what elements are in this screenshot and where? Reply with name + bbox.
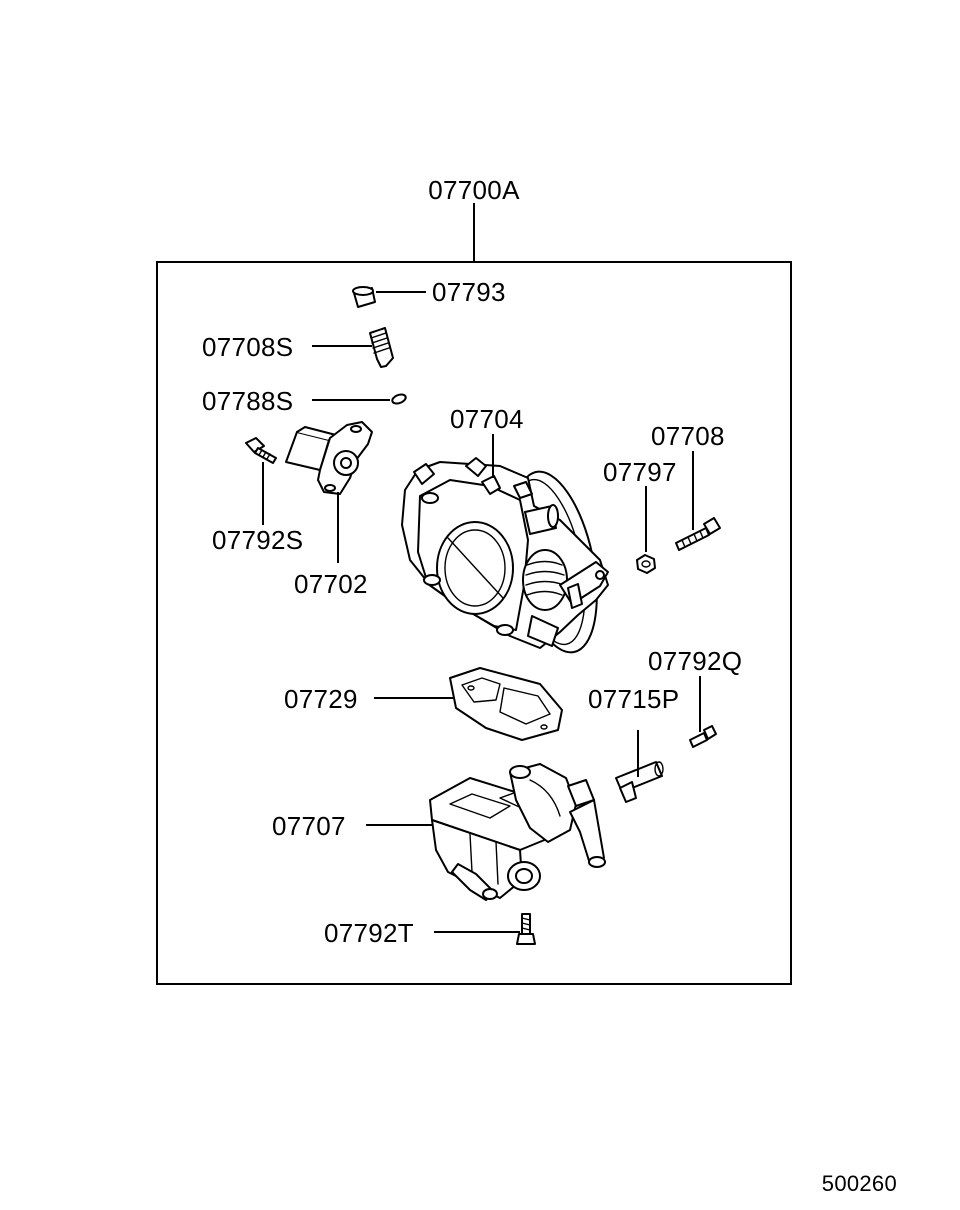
throttle-position-sensor-part-07702[interactable] [285, 421, 373, 495]
callout-07792Q: 07792Q [648, 646, 742, 676]
callout-07704: 07704 [450, 404, 524, 434]
callout-07788S: 07788S [202, 386, 293, 416]
callout-07708: 07708 [651, 421, 725, 451]
gasket-part-07729[interactable] [449, 667, 563, 741]
throttle-body-part-07704[interactable] [401, 457, 611, 660]
callout-07729: 07729 [284, 684, 358, 714]
callout-07708S: 07708S [202, 332, 293, 362]
callout-07702: 07702 [294, 569, 368, 599]
nut-part-07797[interactable] [636, 554, 656, 574]
callout-07793: 07793 [432, 277, 506, 307]
callout-07792T: 07792T [324, 918, 414, 948]
assembly-label: 07700A [428, 175, 520, 205]
callout-07797: 07797 [603, 457, 677, 487]
bolt-part-07708[interactable] [675, 517, 721, 551]
screw-part-07792S[interactable] [245, 437, 277, 464]
cap-part-07793[interactable] [352, 286, 376, 308]
callout-07715P: 07715P [588, 684, 679, 714]
diagram-number: 500260 [822, 1171, 897, 1196]
callout-07707: 07707 [272, 811, 346, 841]
callout-07792S: 07792S [212, 525, 303, 555]
idle-control-body-part-07707[interactable] [429, 763, 606, 901]
screw-part-07792Q[interactable] [689, 725, 717, 748]
screw-part-07792T[interactable] [516, 913, 536, 945]
threaded-plug-part-07708S[interactable] [369, 327, 394, 368]
o-ring-part-07788S[interactable] [391, 393, 407, 405]
bracket-part-07715P[interactable] [615, 761, 664, 803]
